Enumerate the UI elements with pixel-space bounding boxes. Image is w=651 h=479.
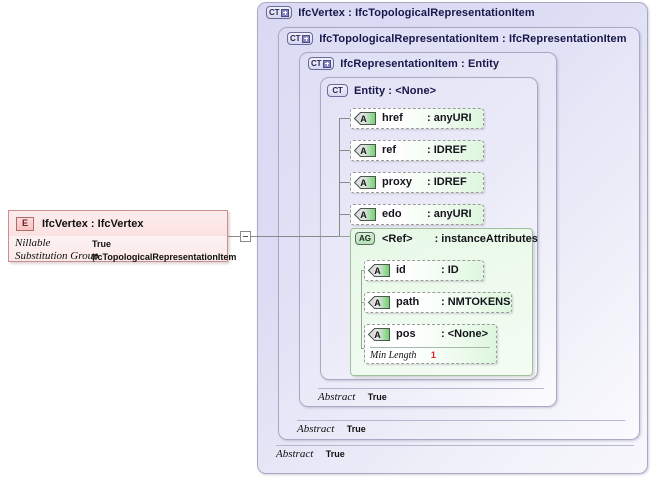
attribute-icon: A: [368, 296, 390, 309]
attribute-group-title[interactable]: AG <Ref> : instanceAttributes: [355, 232, 538, 245]
svg-text:A: A: [374, 266, 381, 276]
property-key-substitution-group: Substitution Group: [15, 250, 99, 262]
abstract-value: True: [325, 449, 345, 459]
abstract-value: True: [346, 424, 366, 434]
attribute-group-name: <Ref>: [382, 232, 413, 245]
attribute-name: path: [396, 296, 420, 308]
attribute-type: : <None>: [441, 328, 489, 340]
attribute-name: pos: [396, 328, 416, 340]
attribute-name: href: [382, 112, 403, 124]
connector-group-entry: [339, 236, 350, 237]
attribute-name: id: [396, 264, 406, 276]
abstract-row-ifcrepresentationitem: Abstract True: [318, 388, 546, 403]
panel-ifcrepresentationitem-title[interactable]: CT IfcRepresentationItem : Entity: [308, 57, 499, 70]
property-key-nillable: Nillable: [15, 237, 51, 249]
abstract-key: Abstract: [276, 448, 314, 460]
svg-text:A: A: [360, 178, 367, 188]
attribute-type: : IDREF: [427, 144, 467, 156]
attribute-name: proxy: [382, 176, 412, 188]
facet-value: 1: [430, 350, 436, 360]
attribute-row-pos[interactable]: A pos : <None> Min Length 1: [364, 324, 497, 364]
property-value-substitution-group: IfcTopologicalRepresentationItem: [92, 252, 237, 262]
complextype-expand-icon[interactable]: CT: [308, 57, 335, 70]
abstract-key: Abstract: [297, 423, 335, 435]
attribute-group-type: : instanceAttributes: [434, 232, 538, 245]
attribute-type: : IDREF: [427, 176, 467, 188]
panel-ifcvertex-title[interactable]: CT IfcVertex : IfcTopologicalRepresentat…: [266, 6, 535, 19]
attribute-type: : anyURI: [427, 112, 472, 124]
svg-text:A: A: [374, 298, 381, 308]
attribute-name: edo: [382, 208, 402, 220]
panel-entity-label: Entity : <None>: [354, 84, 437, 97]
attribute-name: ref: [382, 144, 397, 156]
attribute-icon: A: [368, 328, 390, 341]
attribute-icon: A: [368, 264, 390, 277]
attribute-group-icon[interactable]: AG: [355, 232, 375, 245]
complextype-expand-icon[interactable]: CT: [266, 6, 293, 19]
attribute-type: : NMTOKENS: [441, 296, 511, 308]
element-box-ifcvertex[interactable]: E IfcVertex : IfcVertex Nillable True Su…: [8, 210, 236, 262]
svg-text:A: A: [360, 210, 367, 220]
connector-stub-href: [339, 118, 350, 119]
abstract-value: True: [367, 392, 387, 402]
attribute-icon: A: [354, 112, 376, 125]
panel-ifcrepresentationitem-label: IfcRepresentationItem : Entity: [340, 57, 500, 70]
connector-stub-edo: [339, 214, 350, 215]
connector-stub-proxy: [339, 182, 350, 183]
complextype-expand-icon[interactable]: CT: [287, 32, 314, 45]
svg-text:A: A: [360, 114, 367, 124]
abstract-row-ifcvertex: Abstract True: [276, 445, 636, 460]
panel-ifctopologicalrepresentationitem-title[interactable]: CT IfcTopologicalRepresentationItem : If…: [287, 32, 627, 45]
attribute-row-id[interactable]: A id : ID: [364, 260, 484, 281]
element-box-title: IfcVertex : IfcVertex: [42, 217, 144, 230]
attribute-row-href[interactable]: A href : anyURI: [350, 108, 484, 129]
attribute-row-edo[interactable]: A edo : anyURI: [350, 204, 484, 225]
connector-toggle-to-tree: [251, 236, 339, 237]
element-icon: E: [16, 216, 34, 231]
attribute-icon: A: [354, 208, 376, 221]
panel-entity-title[interactable]: CT Entity : <None>: [327, 84, 436, 97]
facet-key: Min Length: [370, 350, 417, 361]
panel-ifcvertex-label: IfcVertex : IfcTopologicalRepresentation…: [298, 6, 535, 19]
abstract-row-ifctopologicalrepresentationitem: Abstract True: [297, 420, 627, 435]
attribute-icon: A: [354, 176, 376, 189]
connector-trunk-entity: [339, 118, 340, 236]
connector-stub-ref: [339, 150, 350, 151]
attribute-type: : ID: [441, 264, 459, 276]
panel-ifctopologicalrepresentationitem-label: IfcTopologicalRepresentationItem : IfcRe…: [319, 32, 627, 45]
connector-element-to-toggle: [228, 236, 240, 237]
attribute-type: : anyURI: [427, 208, 472, 220]
attribute-row-path[interactable]: A path : NMTOKENS: [364, 292, 512, 313]
svg-text:A: A: [360, 146, 367, 156]
complextype-icon[interactable]: CT: [327, 84, 348, 97]
attribute-row-proxy[interactable]: A proxy : IDREF: [350, 172, 484, 193]
connector-trunk-group: [361, 270, 362, 348]
attribute-row-ref[interactable]: A ref : IDREF: [350, 140, 484, 161]
minus-box-icon[interactable]: [240, 231, 251, 242]
abstract-key: Abstract: [318, 391, 356, 403]
svg-text:A: A: [374, 330, 381, 340]
attribute-icon: A: [354, 144, 376, 157]
element-box-header[interactable]: E IfcVertex : IfcVertex: [9, 211, 227, 237]
element-box-body: Nillable True Substitution Group IfcTopo…: [9, 236, 236, 262]
property-value-nillable: True: [92, 239, 112, 249]
facet-min-length: Min Length 1: [370, 347, 492, 361]
